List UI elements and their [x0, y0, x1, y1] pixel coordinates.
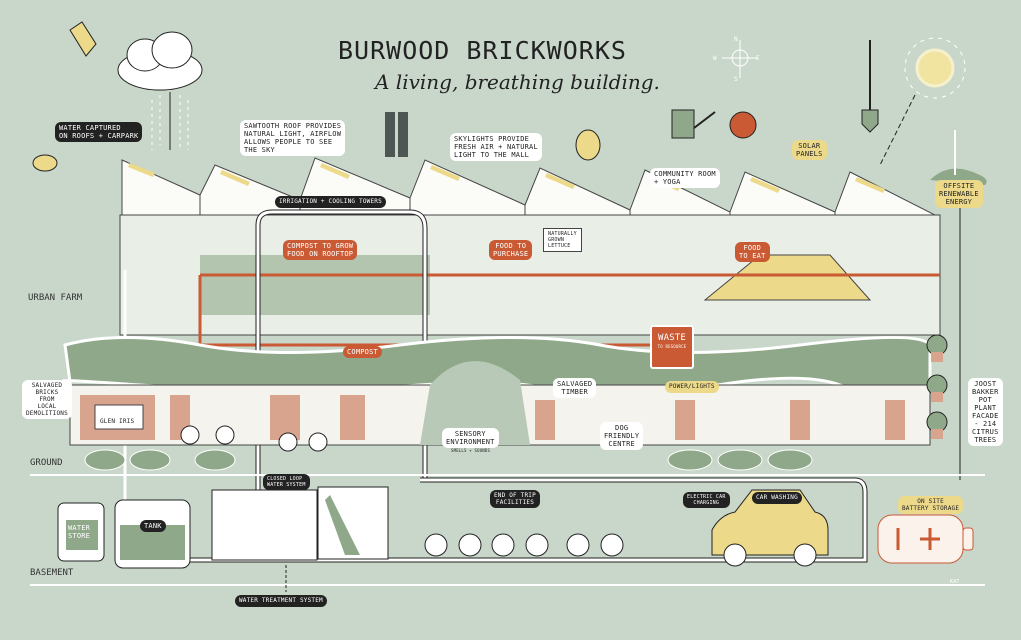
label-tank: TANK [140, 520, 166, 532]
zone-urban-farm: URBAN FARM [28, 293, 83, 303]
label-lettuce-sign: NATURALLY GROWN LETTUCE [543, 228, 582, 252]
label-food-to-purchase: FOOD TO PURCHASE [489, 240, 533, 260]
label-sawtooth-roof: SAWTOOTH ROOF PROVIDES NATURAL LIGHT, AI… [240, 120, 346, 156]
watering-can-icon [671, 109, 716, 139]
label-solar-panels: SOLAR PANELS [792, 140, 827, 160]
lemon-icon [575, 129, 601, 161]
label-salvaged-timber: SALVAGED TIMBER [553, 378, 597, 398]
label-community-room: COMMUNITY ROOM + YOGA [650, 168, 720, 188]
label-end-of-trip: END OF TRIP FACILITIES [490, 490, 540, 508]
label-closed-loop: CLOSED LOOP WATER SYSTEM [263, 474, 310, 490]
pavilion-roof [703, 254, 872, 301]
label-water-captured: WATER CAPTURED ON ROOFS + CARPARK [55, 122, 143, 142]
ground-shrubs [84, 449, 813, 471]
compass-east: E [756, 55, 760, 62]
brick-columns [80, 395, 905, 440]
solar-panels [128, 163, 885, 193]
label-water-treatment: WATER TREATMENT SYSTEM [235, 595, 327, 607]
label-power-lights: POWER/LIGHTS [665, 381, 719, 393]
bathroom [211, 489, 318, 561]
label-offsite-energy: OFFSITE RENEWABLE ENERGY [935, 180, 983, 208]
page-subtitle: A living, breathing building. [375, 70, 660, 94]
label-compost: COMPOST [343, 346, 382, 358]
gloves-icon [69, 21, 97, 57]
label-salvaged-bricks: SALVAGED BRICKS FROM LOCAL DEMOLITIONS [22, 380, 72, 419]
battery-icon [877, 514, 974, 564]
cloud-icon [117, 31, 203, 150]
label-joost-facade: JOOST BAKKER POT PLANT FACADE - 214 CITR… [968, 378, 1003, 446]
label-compost-to-grow: COMPOST TO GROW FOOD ON ROOFTOP [283, 240, 358, 260]
label-food-to-eat: FOOD TO EAT [735, 242, 770, 262]
greenhouse-planting [200, 255, 430, 315]
label-water-store: WATER STORE [68, 524, 91, 540]
label-sensory-sub: SMELLS + SOUNDS [451, 448, 491, 453]
zone-ground: GROUND [30, 458, 63, 468]
label-ev-charging: ELECTRIC CAR CHARGING [683, 492, 730, 508]
glen-iris-sign [94, 404, 144, 430]
waste-bin: WASTE TO RESOURCE [650, 325, 694, 369]
compass-north: N [734, 36, 738, 43]
label-car-washing: CAR WASHING [752, 492, 802, 504]
compass-icon [722, 40, 758, 78]
boots-icon [385, 112, 408, 157]
label-waste: WASTE [657, 333, 687, 343]
compass-south: S [734, 76, 738, 83]
label-skylights: SKYLIGHTS PROVIDE FRESH AIR + NATURAL LI… [450, 133, 542, 161]
label-glen-iris: GLEN IRIS [100, 418, 135, 425]
bicycles [180, 425, 624, 557]
label-battery-storage: ON SITE BATTERY STORAGE [898, 496, 964, 514]
tomato-icon [729, 111, 757, 139]
label-waste-sub: TO RESOURCE [657, 344, 687, 349]
label-dog-friendly: DOG FRIENDLY CENTRE [600, 422, 644, 450]
zone-basement: BASEMENT [30, 568, 74, 578]
rain-icon [151, 95, 189, 150]
label-sensory-environment: SENSORY ENVIRONMENT [442, 428, 499, 448]
sensory-garden [420, 361, 530, 445]
electric-car [711, 489, 829, 567]
spade-icon [861, 40, 879, 133]
artist-signature: KAT [950, 579, 960, 585]
page-title: BURWOOD BRICKWORKS [338, 36, 627, 65]
citrus-pot-facade [926, 334, 948, 439]
compass-west: W [713, 55, 717, 62]
wind-turbine-icon [930, 130, 987, 185]
sun-icon [879, 37, 966, 166]
label-irrigation: IRRIGATION + COOLING TOWERS [275, 196, 386, 208]
bee-icon [32, 154, 58, 172]
